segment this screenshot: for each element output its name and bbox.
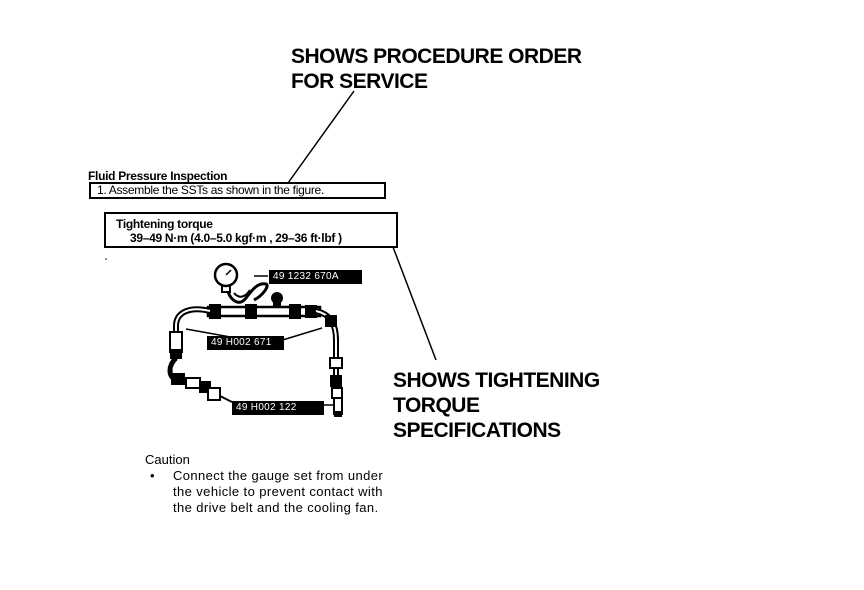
- torque-leader-line: [392, 246, 437, 361]
- torque-box: Tightening torque 39–49 N·m (4.0–5.0 kgf…: [104, 212, 398, 248]
- caution-bullet: •: [150, 468, 155, 483]
- callout-procedure-line-2: FOR SERVICE: [291, 70, 428, 93]
- callout-torque-specs: SHOWS TIGHTENING TORQUE SPECIFICATIONS: [393, 368, 600, 443]
- gauge-set-drawing: [167, 262, 343, 417]
- section-heading: Fluid Pressure Inspection: [88, 169, 228, 183]
- tool-tag-hose: 49 H002 671: [207, 336, 284, 350]
- tool-tag-adapter: 49 H002 122: [232, 401, 324, 415]
- callout-procedure-order: SHOWS PROCEDURE ORDER FOR SERVICE: [291, 44, 582, 94]
- tool-tag-gauge: 49 1232 670A: [269, 270, 362, 284]
- step-box: 1. Assemble the SSTs as shown in the fig…: [89, 182, 386, 199]
- callout-torque-line-3: SPECIFICATIONS: [393, 419, 561, 442]
- torque-label: Tightening torque: [116, 217, 213, 231]
- caution-line-3: the drive belt and the cooling fan.: [173, 500, 379, 515]
- procedure-leader-line: [287, 90, 355, 184]
- torque-value: 39–49 N·m (4.0–5.0 kgf·m , 29–36 ft·lbf …: [130, 231, 342, 245]
- callout-procedure-line-1: SHOWS PROCEDURE ORDER: [291, 45, 582, 68]
- callout-torque-line-2: TORQUE: [393, 394, 480, 417]
- callout-torque-line-1: SHOWS TIGHTENING: [393, 369, 600, 392]
- caution-line-1: Connect the gauge set from under: [173, 468, 384, 483]
- caution-note: Caution • Connect the gauge set from unde…: [145, 452, 383, 516]
- caution-title: Caution: [145, 452, 190, 467]
- caution-line-2: the vehicle to prevent contact with: [173, 484, 383, 499]
